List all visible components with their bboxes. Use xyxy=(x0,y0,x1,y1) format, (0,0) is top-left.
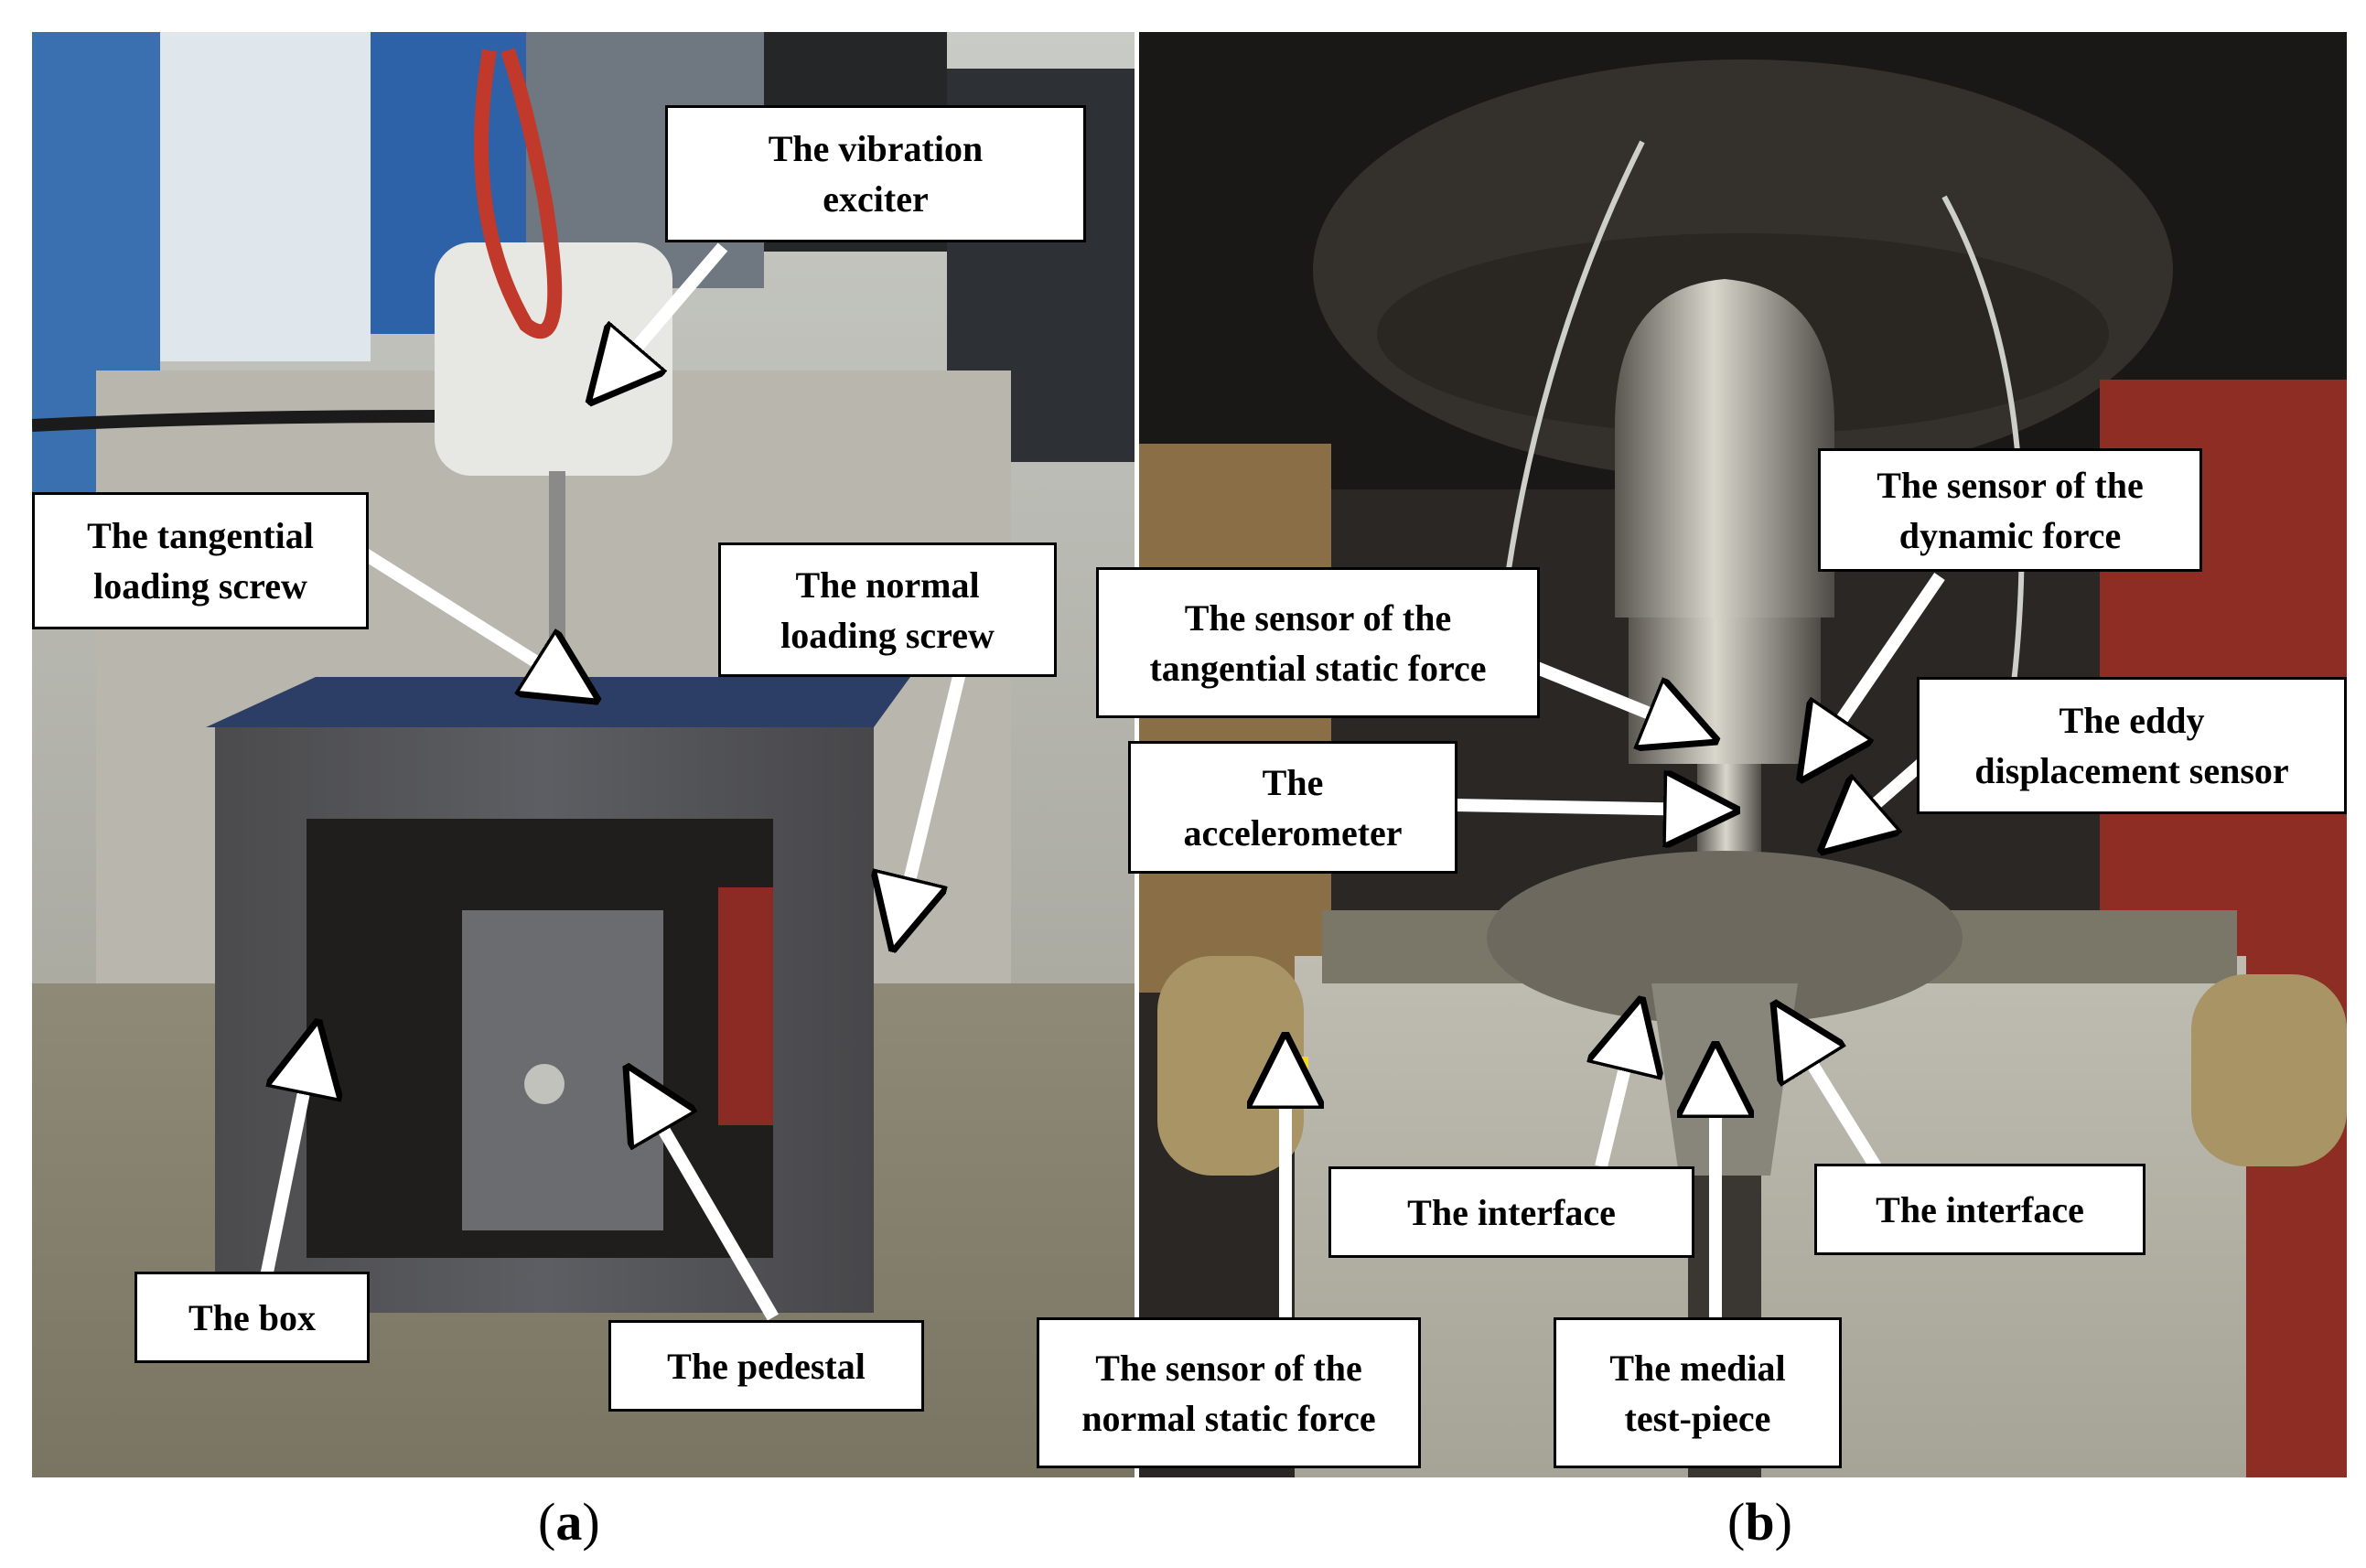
label-sensor-dynamic-force: The sensor of the dynamic force xyxy=(1818,448,2202,572)
photo-a-scene xyxy=(32,32,1135,1477)
arrow-accelerometer xyxy=(1454,805,1702,810)
arrow-pedestal xyxy=(645,1098,780,1321)
label-accelerometer: The accelerometer xyxy=(1128,741,1457,874)
arrow-tangential-static-force xyxy=(1534,661,1683,727)
caption-a: (a) xyxy=(538,1492,600,1552)
arrow-interface-left xyxy=(1601,1034,1633,1168)
arrow-dynamic-force xyxy=(1821,573,1945,750)
label-sensor-normal-static-force: The sensor of the normal static force xyxy=(1037,1317,1421,1468)
label-eddy-displacement-sensor: The eddy displacement sensor xyxy=(1917,677,2347,814)
photo-panel-a xyxy=(32,32,1135,1477)
label-tangential-loading-screw: The tangential loading screw xyxy=(32,492,369,629)
label-sensor-tangential-static-force: The sensor of the tangential static forc… xyxy=(1096,567,1540,718)
arrow-box xyxy=(254,1057,311,1305)
arrow-normal-loading-screw xyxy=(901,629,976,915)
arrow-vibration-exciter xyxy=(613,242,728,375)
arrow-eddy-displacement xyxy=(1848,758,1926,828)
label-pedestal: The pedestal xyxy=(608,1320,924,1412)
caption-b: (b) xyxy=(1727,1492,1792,1552)
label-medial-test-piece: The medial test-piece xyxy=(1554,1317,1842,1468)
label-interface-left: The interface xyxy=(1328,1166,1694,1258)
arrow-tangential-loading-screw xyxy=(353,543,567,682)
label-normal-loading-screw: The normal loading screw xyxy=(718,542,1057,677)
label-vibration-exciter: The vibration exciter xyxy=(665,105,1086,242)
label-interface-right: The interface xyxy=(1814,1164,2146,1255)
label-box: The box xyxy=(134,1272,370,1363)
arrow-interface-right xyxy=(1793,1034,1881,1170)
